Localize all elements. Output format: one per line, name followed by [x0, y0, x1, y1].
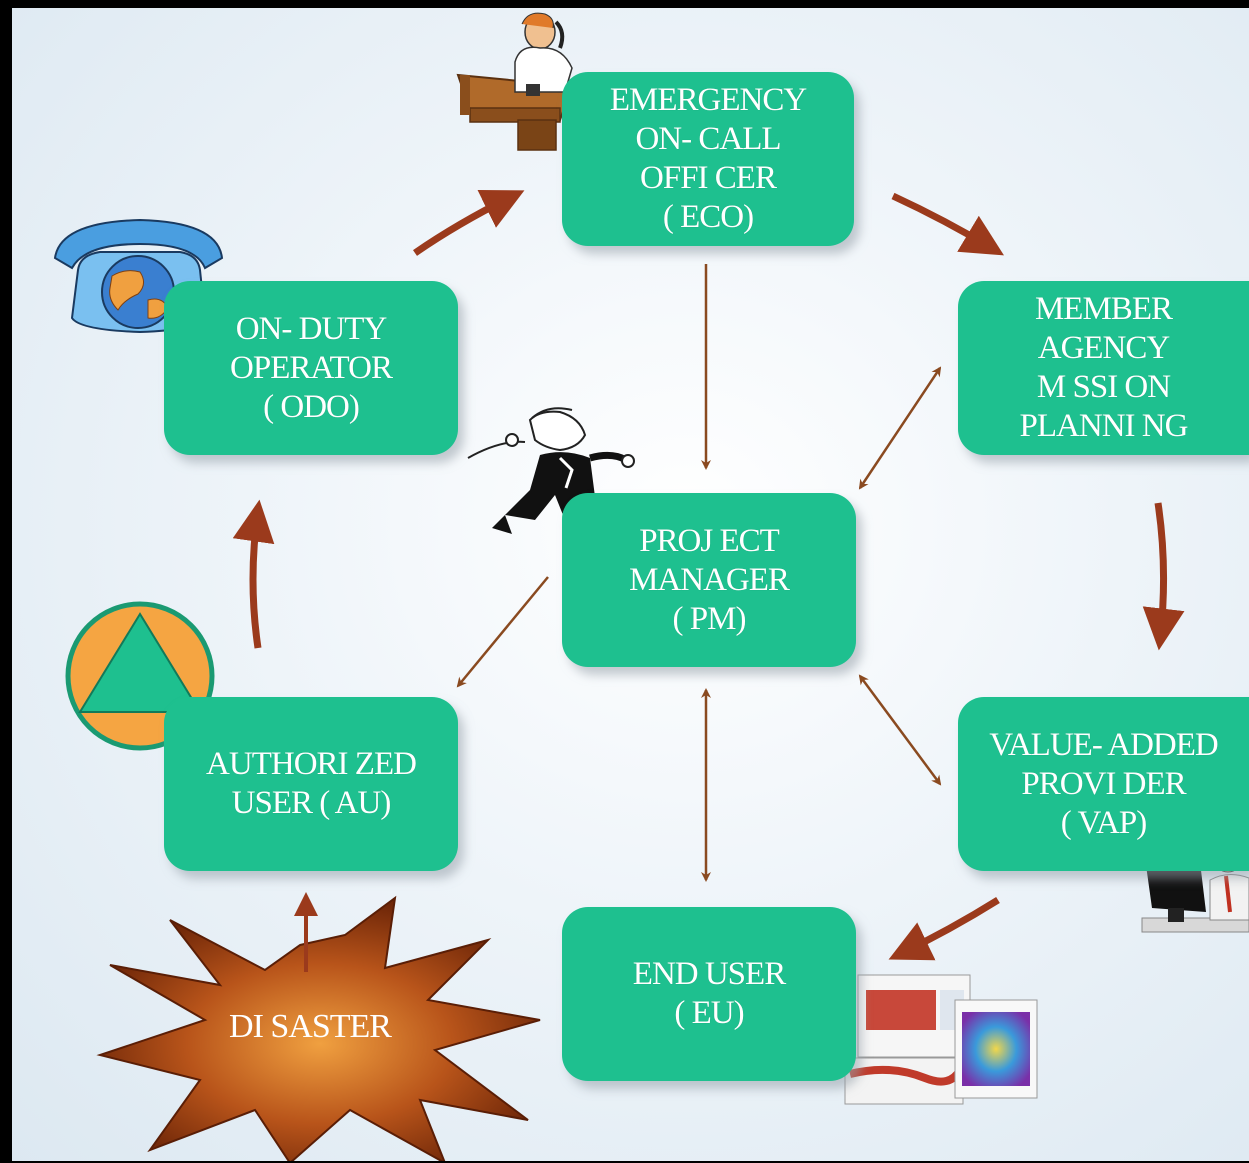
node-odo-label: ON- DUTY OPERATOR ( ODO)	[230, 310, 393, 425]
arrow-odo-to-eco	[413, 190, 525, 256]
node-vap-label: VALUE- ADDED PROVI DER ( VAP)	[989, 726, 1218, 841]
node-pm: PROJ ECT MANAGER ( PM)	[562, 493, 856, 667]
arrow-eco-to-member	[891, 192, 1005, 256]
node-eco-label: EMERGENCY ON- CALL OFFI CER ( ECO)	[609, 82, 807, 235]
computer-user-icon	[1141, 843, 1249, 933]
node-member-agency-label: MEMBER AGENCY M SSI ON PLANNI NG	[1019, 291, 1189, 444]
disaster-label: DI SASTER	[229, 1008, 392, 1045]
arrow-pm-member	[858, 366, 942, 490]
node-eu: END USER ( EU)	[562, 907, 856, 1081]
arrow-au-to-odo	[232, 499, 275, 649]
node-au: AUTHORI ZED USER ( AU)	[164, 697, 458, 871]
arrow-vap-to-eu	[888, 897, 1000, 961]
explosion-burst-icon	[96, 895, 541, 1163]
pm-arrows	[456, 264, 942, 882]
arrow-pm-vap	[858, 674, 942, 786]
node-odo: ON- DUTY OPERATOR ( ODO)	[164, 281, 458, 455]
node-pm-label: PROJ ECT MANAGER ( PM)	[629, 522, 790, 637]
arrow-pm-to-au	[456, 576, 549, 688]
node-member-agency: MEMBER AGENCY M SSI ON PLANNI NG	[958, 281, 1249, 455]
phone-operator-icon	[456, 12, 574, 151]
cycle-arrows	[232, 190, 1185, 972]
node-au-label: AUTHORI ZED USER ( AU)	[206, 746, 417, 821]
node-eu-label: END USER ( EU)	[632, 956, 786, 1031]
node-eco: EMERGENCY ON- CALL OFFI CER ( ECO)	[562, 72, 854, 246]
map-printouts-icon	[844, 974, 1038, 1105]
arrow-member-to-vap	[1142, 502, 1185, 651]
node-vap: VALUE- ADDED PROVI DER ( VAP)	[958, 697, 1249, 871]
